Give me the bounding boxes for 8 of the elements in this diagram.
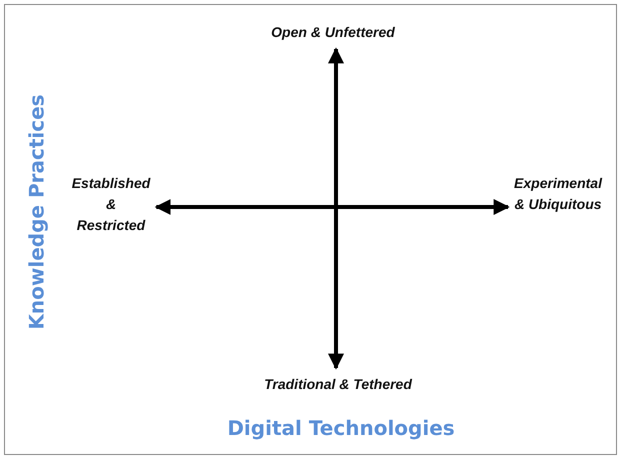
double-headed-arrow: [328, 47, 344, 370]
horizontal-axis-title: Digital Technologies: [227, 416, 455, 440]
axis-end-label: Established & Restricted: [72, 173, 150, 236]
double-headed-arrow: [154, 199, 510, 215]
axis-end-label: Experimental & Ubiquitous: [514, 173, 602, 215]
axis-end-label: Traditional & Tethered: [248, 374, 428, 395]
axis-end-label: Open & Unfettered: [258, 22, 408, 43]
vertical-axis-title: Knowledge Practices: [25, 94, 49, 330]
